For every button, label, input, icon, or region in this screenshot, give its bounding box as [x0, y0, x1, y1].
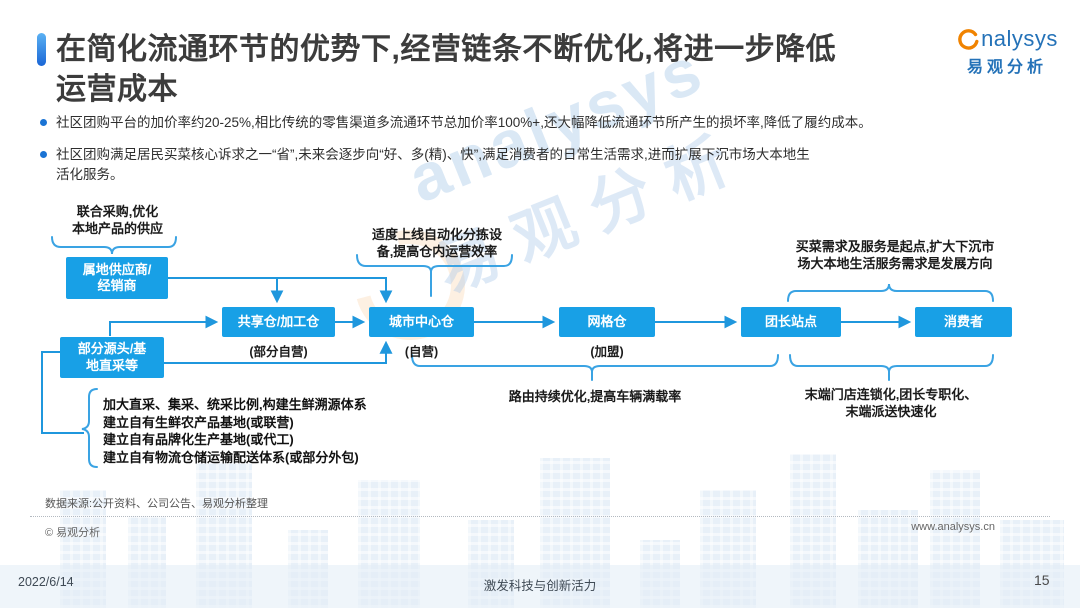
- brace-demand: [787, 283, 994, 302]
- bullet-item: 社区团购平台的加价率约20-25%,相比传统的零售渠道多流通环节总加价率100%…: [40, 113, 1061, 133]
- node-grid-warehouse: 网格仓: [559, 307, 655, 337]
- footer-date: 2022/6/14: [18, 575, 74, 589]
- supply-strategy-list: 加大直采、集采、统采比例,构建生鲜溯源体系 建立自有生鲜农产品基地(或联营) 建…: [103, 396, 367, 466]
- list-item: 建立自有品牌化生产基地(或代工): [103, 432, 294, 447]
- page-number: 15: [1034, 572, 1050, 588]
- data-source-note: 数据来源:公开资料、公司公告、易观分析整理: [45, 498, 269, 510]
- footer-slogan: 激发科技与创新活力: [483, 579, 597, 593]
- footer-divider: [30, 516, 1050, 517]
- node-city-warehouse: 城市中心仓: [369, 307, 474, 337]
- brace-routing: [411, 354, 779, 381]
- node-share-warehouse-sub: (部分自营): [249, 345, 308, 359]
- node-grid-warehouse-sub: (加盟): [590, 345, 624, 359]
- list-item: 加大直采、集采、统采比例,构建生鲜溯源体系: [103, 397, 367, 412]
- bullet-dot-icon: [40, 151, 47, 158]
- logo-wordmark-cn: 易观分析: [966, 59, 1047, 76]
- connector-direct-to-city: [164, 340, 393, 364]
- brace-supply-list: [81, 388, 98, 468]
- bullet-item: 社区团购满足居民买菜核心诉求之一“省”,未来会逐步向“好、多(精)、快”,满足消…: [40, 145, 1061, 185]
- list-item: 建立自有生鲜农产品基地(或联营): [103, 414, 294, 430]
- page-title: 在简化流通环节的优势下,经营链条不断优化,将进一步降低 运营成本: [56, 33, 837, 106]
- brace-terminal: [789, 354, 994, 381]
- connector-supplier-to-city: [168, 277, 393, 304]
- connector-direct-to-list: [41, 351, 84, 434]
- callout-demand: 买菜需求及服务是起点,扩大下沉市 场大本地生活服务需求是发展方向: [795, 239, 995, 271]
- node-share-warehouse: 共享仓/加工仓: [222, 307, 335, 337]
- website-link[interactable]: www.analysys.cn: [911, 521, 995, 533]
- title-accent-bar: [37, 33, 46, 66]
- logo-wordmark: nalysys: [981, 26, 1058, 51]
- node-consumer: 消费者: [915, 307, 1012, 337]
- brace-auto-sorting: [356, 254, 513, 297]
- bullet-text: 社区团购平台的加价率约20-25%,相比传统的零售渠道多流通环节总加价率100%…: [56, 115, 872, 130]
- list-item: 建立自有物流仓储运输配送体系(或部分外包): [103, 449, 359, 465]
- bullet-dot-icon: [40, 119, 47, 126]
- brace-joint-purchase: [51, 236, 177, 255]
- bullet-text: 社区团购满足居民买菜核心诉求之一“省”,未来会逐步向“好、多(精)、快”,满足消…: [56, 147, 810, 182]
- node-city-warehouse-sub: (自营): [404, 345, 439, 359]
- callout-auto-sorting: 适度上线自动化分拣设 备,提高仓内运营效率: [371, 227, 502, 259]
- callout-terminal: 末端门店连锁化,团长专职化、 末端派送快速化: [804, 387, 978, 419]
- callout-joint-purchase: 联合采购,优化 本地产品的供应: [71, 204, 163, 236]
- brand-logo: nalysys 易观分析: [948, 26, 1066, 77]
- node-direct-source: 部分源头/基 地直采等: [60, 337, 164, 378]
- footer-bar: [0, 565, 1080, 608]
- node-leader-station: 团长站点: [741, 307, 841, 337]
- connector-direct-to-share: [109, 315, 219, 336]
- copyright-note: © 易观分析: [45, 527, 101, 539]
- analysys-logo-icon: [958, 29, 979, 50]
- node-supplier: 属地供应商/ 经销商: [66, 257, 168, 299]
- callout-routing: 路由持续优化,提高车辆满载率: [508, 389, 682, 404]
